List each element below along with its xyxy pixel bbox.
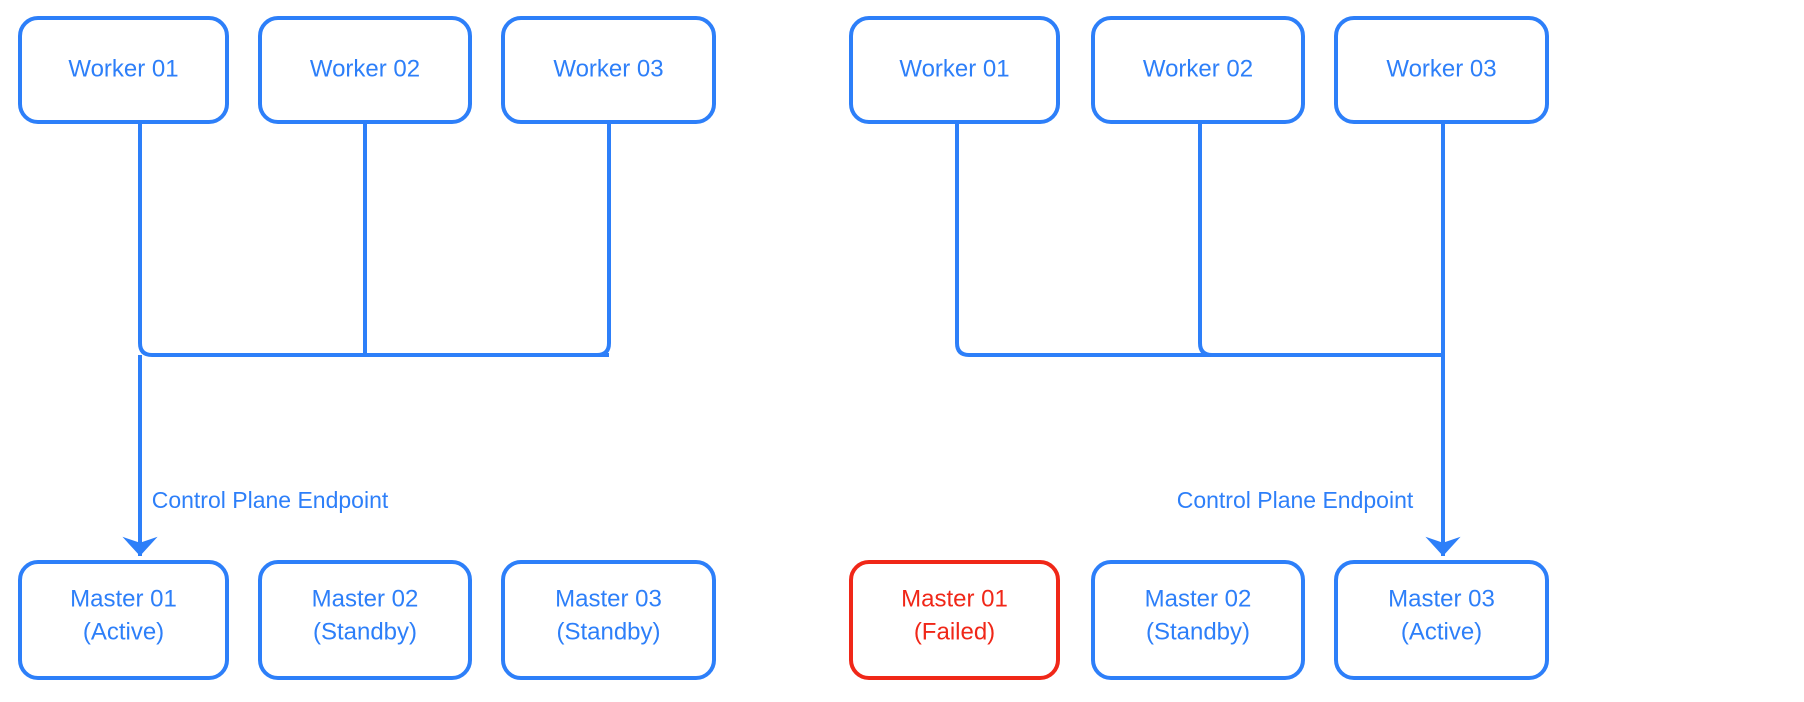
node-right-worker-01[interactable]: Worker 01 (849, 16, 1060, 124)
node-left-worker-02[interactable]: Worker 02 (258, 16, 472, 124)
node-label-text: Worker 02 (310, 55, 420, 82)
edge-left-worker-03-to-bus (596, 122, 611, 357)
edge-right-worker-01-to-bus (955, 122, 1443, 357)
control-plane-endpoint-label: Control Plane Endpoint (1177, 487, 1414, 513)
panel-failover-operation: Worker 01 Worker 02 Worker 03 Control Pl… (849, 16, 1549, 680)
node-left-master-01[interactable]: Master 01 (Active) (18, 560, 229, 680)
node-right-master-03[interactable]: Master 03 (Active) (1334, 560, 1549, 680)
node-status-text: (Active) (1401, 618, 1482, 645)
node-box-shape (501, 560, 716, 680)
node-left-master-03[interactable]: Master 03 (Standby) (501, 560, 716, 680)
node-name-text: Master 01 (901, 585, 1008, 612)
node-box-shape (849, 16, 1060, 124)
node-left-worker-01[interactable]: Worker 01 (18, 16, 229, 124)
edge-right-worker-02-to-bus (1198, 122, 1213, 357)
node-box-shape (258, 560, 472, 680)
panel-normal-operation: Worker 01 Worker 02 Worker 03 Control Pl… (18, 16, 716, 680)
node-label-text: Worker 03 (1386, 55, 1496, 82)
node-label-text: Worker 02 (1143, 55, 1253, 82)
node-label-text: Worker 01 (68, 55, 178, 82)
node-name-text: Master 01 (70, 585, 177, 612)
node-label-text: Worker 03 (553, 55, 663, 82)
node-status-text: (Active) (83, 618, 164, 645)
node-status-text: (Standby) (313, 618, 417, 645)
node-right-worker-02[interactable]: Worker 02 (1091, 16, 1305, 124)
node-right-worker-03[interactable]: Worker 03 (1334, 16, 1549, 124)
node-left-master-02[interactable]: Master 02 (Standby) (258, 560, 472, 680)
node-box-shape (1091, 560, 1305, 680)
node-name-text: Master 03 (555, 585, 662, 612)
node-status-text: (Failed) (914, 618, 995, 645)
node-box-shape (1334, 560, 1549, 680)
node-status-text: (Standby) (556, 618, 660, 645)
node-right-master-02[interactable]: Master 02 (Standby) (1091, 560, 1305, 680)
node-status-text: (Standby) (1146, 618, 1250, 645)
node-box-shape (849, 560, 1060, 680)
node-name-text: Master 03 (1388, 585, 1495, 612)
node-left-worker-03[interactable]: Worker 03 (501, 16, 716, 124)
node-box-shape (18, 560, 229, 680)
control-plane-endpoint-label: Control Plane Endpoint (152, 487, 389, 513)
node-right-master-01[interactable]: Master 01 (Failed) (849, 560, 1060, 680)
node-box-shape (18, 16, 229, 124)
node-name-text: Master 02 (1145, 585, 1252, 612)
edge-left-worker-01-to-bus (138, 122, 609, 357)
node-name-text: Master 02 (312, 585, 419, 612)
node-label-text: Worker 01 (899, 55, 1009, 82)
